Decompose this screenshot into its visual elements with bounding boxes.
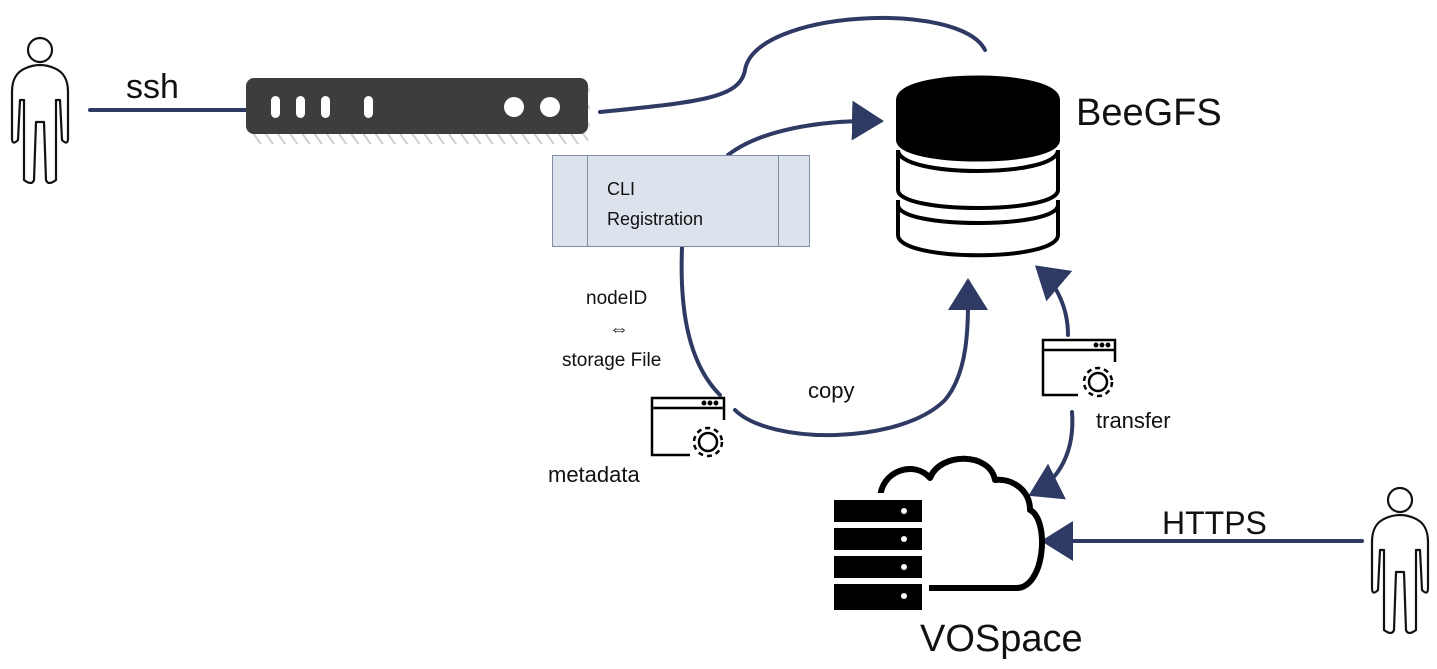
cli-label: CLI (607, 179, 636, 199)
equivalence-label: ⇔ (609, 318, 629, 340)
settings-window-icon (1041, 338, 1117, 398)
cli-box-divider (778, 156, 779, 246)
registration-label: Registration (607, 209, 704, 229)
connectors (88, 16, 1364, 561)
transfer-to-vospace-arrow (1028, 410, 1075, 500)
cli-registration-text: CLI Registration (607, 174, 703, 234)
cli-to-metadata-connector (679, 246, 722, 397)
user-icon (10, 36, 70, 185)
database-icon (896, 75, 1060, 258)
cli-registration-box: CLI Registration (552, 155, 810, 247)
beegfs-label: BeeGFS (1076, 92, 1222, 134)
vospace-label: VOSpace (920, 618, 1083, 660)
server-to-beegfs-connector (598, 16, 987, 114)
storage-file-label: storage File (562, 350, 662, 371)
cli-box-divider (587, 156, 588, 246)
copy-label: copy (808, 378, 855, 403)
copy-arrow (733, 278, 989, 438)
transfer-to-beegfs-arrow (1034, 265, 1073, 337)
https-label: HTTPS (1162, 505, 1267, 541)
metadata-label: metadata (548, 462, 640, 487)
cli-to-beegfs-arrow (726, 100, 884, 157)
cloud-server-icon (827, 455, 1045, 617)
nodeid-label: nodeID (586, 288, 648, 309)
ssh-label: ssh (126, 68, 179, 106)
server-rack-icon (246, 78, 590, 144)
user-icon (1370, 486, 1430, 635)
transfer-label: transfer (1096, 408, 1171, 433)
settings-window-icon (650, 396, 726, 458)
